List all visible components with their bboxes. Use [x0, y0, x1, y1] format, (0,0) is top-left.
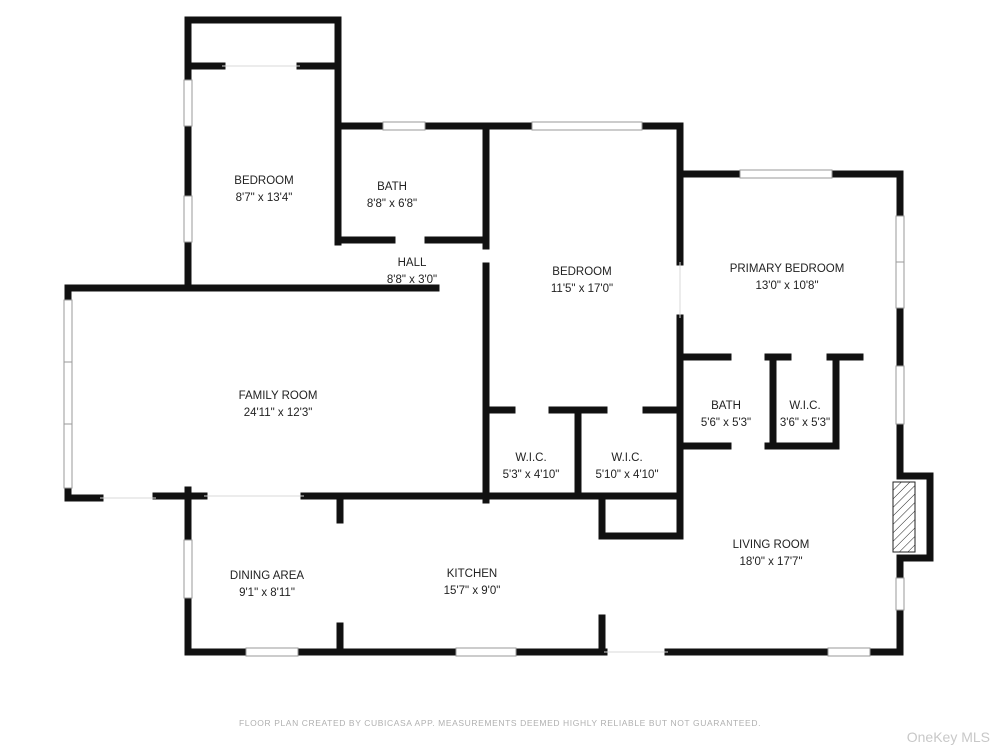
window	[183, 539, 193, 599]
wic-1-dims: 5'3" x 4'10"	[503, 469, 560, 481]
bath-1-dims: 8'8" x 6'8"	[367, 198, 417, 210]
family-room-name: FAMILY ROOM	[239, 390, 318, 402]
window	[895, 261, 905, 309]
window	[245, 647, 299, 657]
wall-family-left	[64, 284, 104, 502]
window	[895, 365, 905, 425]
wic-3-name: W.I.C.	[789, 400, 820, 412]
dining-area-name: DINING AREA	[230, 570, 304, 582]
wall-bath-2	[676, 353, 840, 450]
primary-bedroom-dims: 13'0" x 10'8"	[755, 280, 818, 292]
family-room-dims: 24'11" x 12'3"	[244, 407, 313, 419]
wic-2-dims: 5'10" x 4'10"	[595, 469, 658, 481]
window	[531, 121, 643, 131]
window	[739, 169, 833, 179]
wic-2-name: W.I.C.	[611, 452, 642, 464]
bedroom-2-name: BEDROOM	[552, 266, 611, 278]
wic-1-name: W.I.C.	[515, 452, 546, 464]
onekey-mls-watermark: OneKey MLS	[906, 729, 990, 745]
dining-area-dims: 9'1" x 8'11"	[239, 587, 295, 599]
window	[63, 299, 73, 363]
wall-kitchen-dividers	[336, 496, 606, 656]
bath-2-name: BATH	[711, 400, 741, 412]
kitchen-name: KITCHEN	[447, 568, 497, 580]
wall-living-right	[896, 358, 934, 654]
window	[63, 423, 73, 489]
bath-2-dims: 5'6" x 5'3"	[701, 417, 751, 429]
hall-dims: 8'8" x 3'0"	[387, 274, 437, 286]
wall-kitchen-notch	[598, 492, 684, 540]
living-room-dims: 18'0" x 17'7"	[739, 556, 802, 568]
primary-bedroom-name: PRIMARY BEDROOM	[730, 263, 845, 275]
bedroom-1-dims: 8'7" x 13'4"	[236, 192, 293, 204]
window	[827, 647, 871, 657]
window	[455, 647, 517, 657]
bath-1-name: BATH	[377, 181, 407, 193]
hall-name: HALL	[398, 257, 427, 269]
room-labels: BEDROOM 8'7" x 13'4" BATH 8'8" x 6'8" HA…	[230, 175, 844, 599]
window	[382, 121, 426, 131]
windows	[63, 79, 905, 657]
wall-bottom	[184, 486, 904, 656]
window	[63, 361, 73, 425]
bedroom-1-name: BEDROOM	[234, 175, 293, 187]
window	[895, 577, 905, 611]
bedroom-2-dims: 11'5" x 17'0"	[551, 283, 613, 295]
walls	[64, 16, 934, 656]
kitchen-dims: 15'7" x 9'0"	[444, 585, 501, 597]
wic-3-dims: 3'6" x 5'3"	[780, 417, 830, 429]
living-room-name: LIVING ROOM	[733, 539, 810, 551]
window	[895, 215, 905, 263]
fireplace	[892, 481, 916, 553]
window	[183, 195, 193, 243]
openings	[100, 65, 681, 653]
wall-bedroom-1	[184, 16, 342, 290]
window	[183, 79, 193, 127]
wall-primary-top	[676, 170, 904, 220]
floor-plan-disclaimer: FLOOR PLAN CREATED BY CUBICASA APP. MEAS…	[238, 718, 762, 728]
